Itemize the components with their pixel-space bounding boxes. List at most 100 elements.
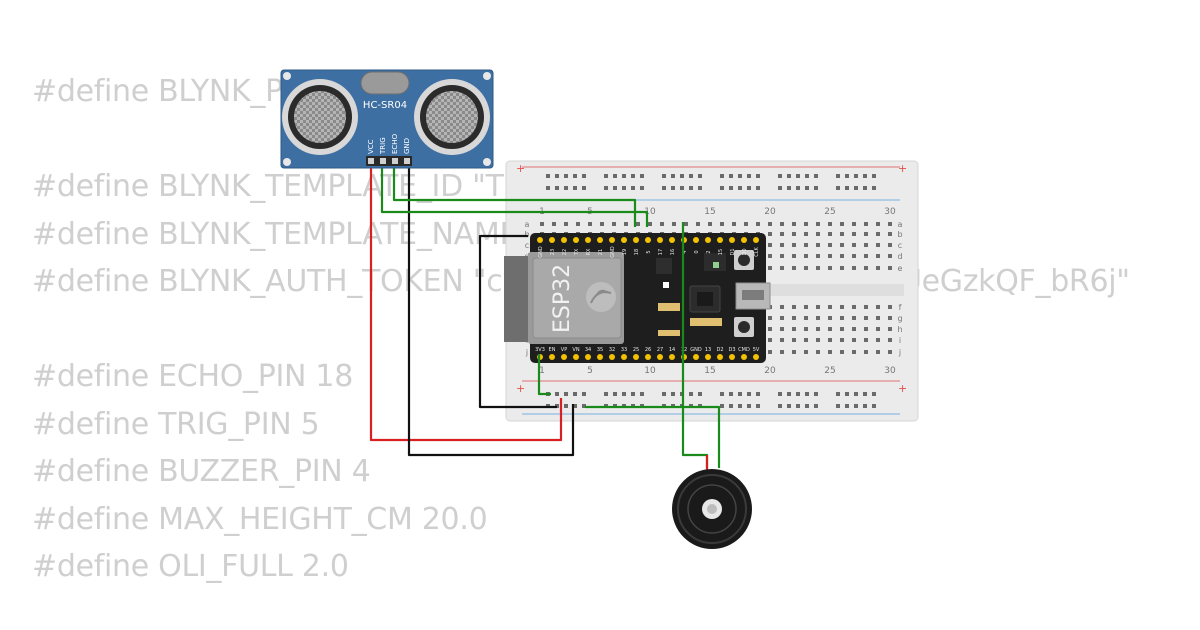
row-letter: j — [525, 348, 528, 357]
row-letter: c — [525, 241, 529, 250]
pin-header — [537, 237, 543, 243]
pin-label: 3V3 — [535, 347, 545, 353]
pin-header — [741, 354, 747, 360]
pin-label: 35 — [597, 347, 603, 353]
pin-header — [561, 354, 567, 360]
row-letter: i — [899, 336, 901, 345]
sensor-pin-label: ECHO — [391, 133, 399, 154]
pin-label: RX — [586, 248, 592, 255]
pin-header — [621, 354, 627, 360]
pin-header — [717, 237, 723, 243]
pin-header — [573, 237, 579, 243]
pin-header — [705, 354, 711, 360]
pin-header — [753, 237, 759, 243]
pin-header — [561, 237, 567, 243]
column-number: 15 — [704, 207, 715, 217]
row-letter: a — [898, 220, 903, 229]
column-number: 10 — [644, 207, 656, 217]
pin-header — [597, 354, 603, 360]
pin-label: GND — [610, 246, 616, 258]
wire-buzzer-gnd — [585, 405, 721, 468]
pin-label: 26 — [645, 347, 651, 353]
pin-header — [693, 354, 699, 360]
pin-header — [645, 237, 651, 243]
pin-header — [609, 237, 615, 243]
pin-label: 14 — [669, 347, 675, 353]
pin-label: GND — [538, 246, 544, 258]
pin-label: 32 — [609, 347, 615, 353]
pin-header — [705, 237, 711, 243]
pin-label: GND — [690, 347, 702, 353]
transducer-left-icon — [282, 79, 358, 155]
column-number: 30 — [884, 207, 896, 217]
row-letter: d — [897, 252, 902, 261]
pin-label: 5 — [646, 250, 652, 253]
column-number: 5 — [587, 366, 593, 376]
rail-plus-tl: + — [516, 162, 525, 175]
pin-label: 16 — [670, 249, 676, 255]
pin-header — [717, 354, 723, 360]
pin-header — [669, 237, 675, 243]
pin-label: 17 — [658, 249, 664, 255]
wire-echo — [392, 160, 637, 227]
code-line: #define MAX_HEIGHT_CM 20.0 — [32, 501, 488, 537]
pin-header — [741, 237, 747, 243]
column-number: 20 — [764, 207, 776, 217]
pin-header — [693, 237, 699, 243]
pin-label: 18 — [634, 249, 640, 255]
row-letter: e — [898, 264, 903, 273]
buzzer[interactable] — [672, 469, 752, 549]
pin-label: 13 — [705, 347, 711, 353]
crystal-oscillator-icon — [360, 71, 410, 95]
pin-label: EN — [549, 347, 556, 353]
pin-header — [657, 354, 663, 360]
column-number: 20 — [764, 366, 776, 376]
transducer-right-icon — [414, 79, 490, 155]
pin-label: 4 — [682, 250, 688, 253]
pin-label: 21 — [598, 249, 604, 255]
pin-header — [597, 237, 603, 243]
espressif-logo-icon — [586, 282, 616, 312]
rail-plus-tr: + — [898, 162, 907, 175]
column-number: 15 — [704, 366, 715, 376]
pin-header — [549, 237, 555, 243]
pin-label: D0 — [742, 248, 748, 255]
row-letter: b — [897, 230, 902, 239]
esp32-chip-label: ESP32 — [550, 264, 575, 333]
wire-trig — [380, 160, 649, 227]
row-letter: g — [897, 314, 902, 323]
sensor-model-label: HC-SR04 — [363, 100, 407, 111]
pin-label: 25 — [633, 347, 639, 353]
pin-header — [549, 354, 555, 360]
wire-gnd-sensor — [407, 160, 575, 457]
pin-header — [729, 237, 735, 243]
row-letter: h — [897, 325, 902, 334]
pin-label: CMD — [738, 347, 750, 353]
pin-label: 2 — [706, 250, 712, 253]
pin-header — [585, 237, 591, 243]
pin-label: 22 — [562, 249, 568, 255]
rail-plus-br: + — [898, 382, 907, 395]
wire-3v3 — [537, 354, 551, 396]
pin-label: VN — [572, 347, 579, 353]
usb-port-icon — [735, 282, 771, 310]
code-line: #define OLI_FULL 2.0 — [32, 549, 349, 584]
sensor-pin-label: TRIG — [379, 137, 387, 155]
pin-label: 34 — [585, 347, 591, 353]
pin-header — [645, 354, 651, 360]
pin-label: 19 — [622, 249, 628, 255]
pin-header — [657, 237, 663, 243]
pin-label: 5V — [753, 347, 760, 353]
sensor-pin-label: GND — [403, 138, 411, 154]
row-letter: f — [899, 303, 902, 312]
pin-label: 23 — [550, 249, 556, 255]
pin-header — [609, 354, 615, 360]
pin-label: CLK — [754, 247, 760, 257]
pin-label: D3 — [728, 347, 735, 353]
